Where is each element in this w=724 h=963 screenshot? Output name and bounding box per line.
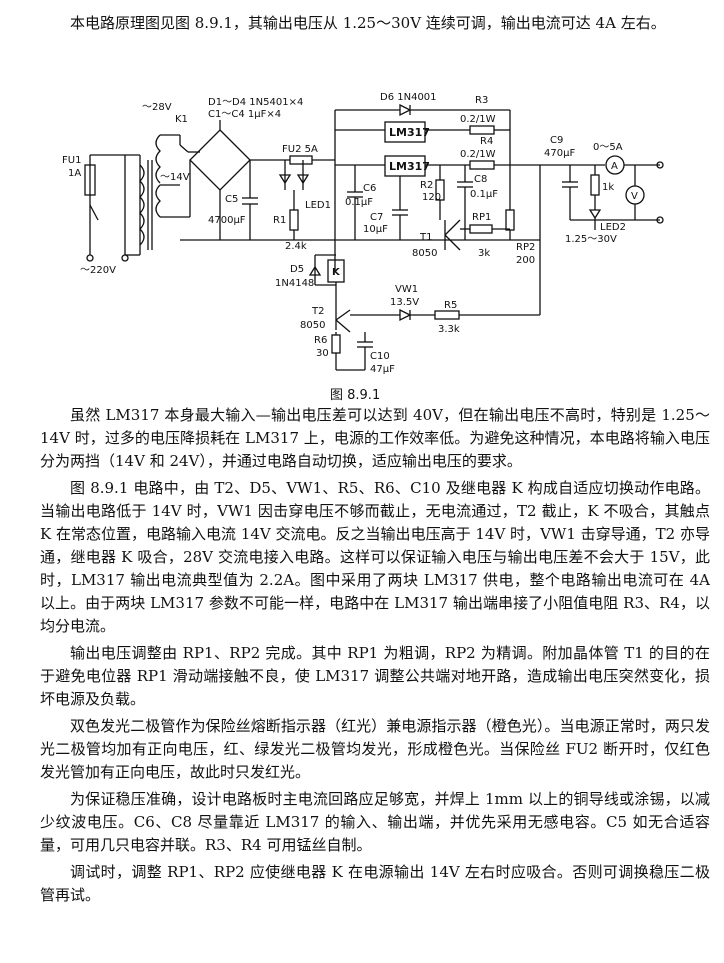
label-rp2-value: 200	[516, 255, 535, 266]
label-28v: ～28V	[142, 102, 172, 113]
label-c8: C8	[474, 174, 487, 185]
label-t1: T1	[419, 232, 432, 243]
label-fu1: FU1	[62, 155, 81, 166]
label-c9-value: 470μF	[544, 148, 575, 159]
label-r5: R5	[444, 300, 457, 311]
label-c10: C10	[370, 351, 390, 362]
label-rp1: RP1	[472, 212, 491, 223]
label-relay-k: K	[332, 267, 341, 278]
label-lm317-upper: LM317	[389, 126, 430, 139]
paragraph-4: 双色发光二极管作为保险丝熔断指示器（红光）兼电源指示器（橙色光）。当电源正常时，…	[40, 717, 710, 781]
label-led2: LED2	[600, 222, 626, 233]
label-r5-value: 3.3k	[438, 324, 460, 335]
label-r4-value: 0.2/1W	[460, 149, 496, 160]
label-rp1-value: 3k	[478, 248, 490, 259]
label-r1: R1	[273, 215, 286, 226]
label-14v: ～14V	[160, 172, 190, 183]
paragraph-2: 图 8.9.1 电路中，由 T2、D5、VW1、R5、R6、C10 及继电器 K…	[40, 479, 710, 635]
label-c5-value: 4700μF	[208, 215, 246, 226]
paragraph-5: 为保证稳压准确，设计电路板时主电流回路应足够宽，并焊上 1mm 以上的铜导线或涂…	[40, 790, 710, 854]
label-vout: 1.25～30V	[565, 234, 617, 245]
label-r3-value: 0.2/1W	[460, 114, 496, 125]
label-c6-value: 0.1μF	[345, 197, 373, 208]
label-fu1-value: 1A	[68, 168, 81, 179]
label-r4: R4	[480, 136, 493, 147]
label-r6-value: 30	[316, 348, 329, 359]
label-ammeter-range: 0～5A	[593, 142, 623, 153]
ammeter-symbol: A	[611, 161, 618, 172]
label-r1-value: 2.4k	[285, 241, 307, 252]
label-r2: R2	[420, 180, 433, 191]
label-t2-value: 8050	[300, 320, 325, 331]
label-d6: D6 1N4001	[380, 92, 437, 103]
label-r-1k: 1k	[602, 182, 614, 193]
label-c1c4: C1～C4 1μF×4	[208, 109, 281, 120]
label-lm317-lower: LM317	[389, 160, 430, 173]
label-d5: D5	[290, 264, 304, 275]
label-r2-value: 120	[422, 192, 441, 203]
label-rp2: RP2	[516, 242, 535, 253]
label-k1: K1	[175, 114, 188, 125]
label-220v: ～220V	[80, 265, 116, 276]
label-c8-value: 0.1μF	[470, 189, 498, 200]
label-c6: C6	[363, 183, 376, 194]
paragraph-6: 调试时，调整 RP1、RP2 应使继电器 K 在电源输出 14V 左右时应吸合。…	[40, 863, 710, 904]
label-r6: R6	[314, 335, 327, 346]
figure-caption: 图 8.9.1	[330, 388, 381, 403]
label-c9: C9	[550, 135, 563, 146]
circuit-diagram: FU1 1A ～220V ～28V ～14V K1 D1～D4 1N5401×4…	[62, 92, 664, 375]
label-c7-value: 10μF	[363, 224, 388, 235]
label-c5: C5	[225, 194, 238, 205]
label-r3: R3	[475, 95, 488, 106]
intro-paragraph: 本电路原理图见图 8.9.1，其输出电压从 1.25～30V 连续可调，输出电流…	[70, 14, 666, 32]
label-vw1: VW1	[395, 284, 418, 295]
label-led1: LED1	[305, 200, 331, 211]
label-c7: C7	[370, 212, 383, 223]
label-vw1-value: 13.5V	[390, 297, 419, 308]
paragraph-3: 输出电压调整由 RP1、RP2 完成。其中 RP1 为粗调，RP2 为精调。附加…	[40, 644, 710, 708]
label-d5-value: 1N4148	[275, 278, 314, 289]
label-c10-value: 47μF	[370, 364, 395, 375]
label-t2: T2	[311, 306, 324, 317]
voltmeter-symbol: V	[631, 191, 638, 202]
paragraph-1: 虽然 LM317 本身最大输入—输出电压差可以达到 40V，但在输出电压不高时，…	[40, 406, 710, 470]
label-t1-value: 8050	[412, 248, 437, 259]
label-fu2: FU2 5A	[282, 144, 318, 155]
label-d1d4: D1～D4 1N5401×4	[208, 97, 303, 108]
